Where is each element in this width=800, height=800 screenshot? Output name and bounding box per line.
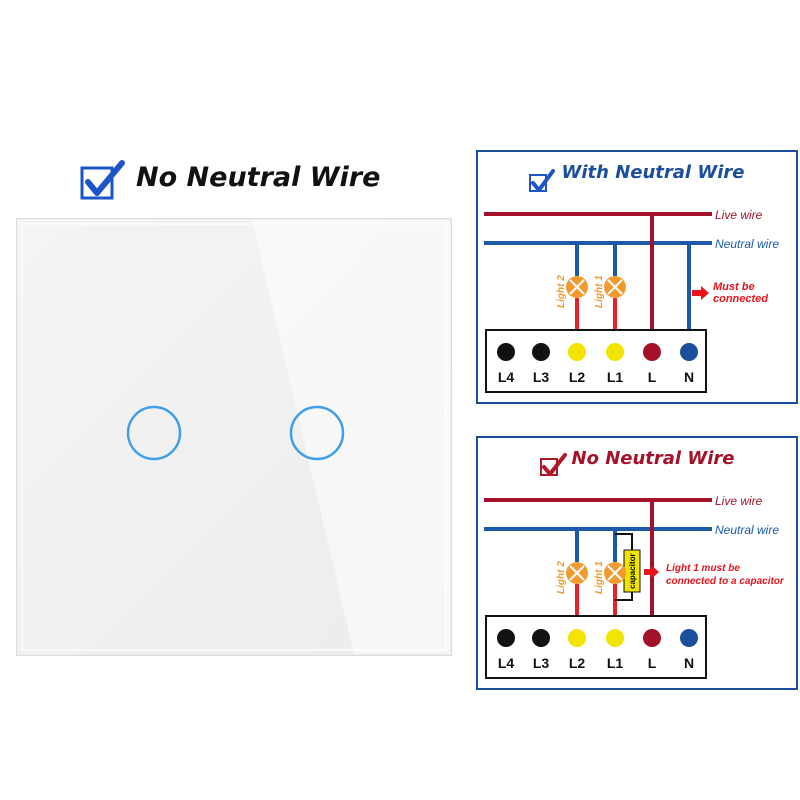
terminal-l3 xyxy=(532,629,550,647)
terminal-block xyxy=(485,615,707,679)
note-line-2: connected xyxy=(713,293,768,305)
light-2-label: Light 2 xyxy=(556,561,567,594)
terminal-label: L4 xyxy=(498,655,515,671)
live-wire-label: Live wire xyxy=(715,208,763,222)
light-1-label: Light 1 xyxy=(594,275,605,308)
note-line-2: connected to a capacitor xyxy=(666,576,785,587)
capacitor-label: capacitor xyxy=(628,553,637,589)
terminal-l2 xyxy=(568,629,586,647)
neutral-wire-label: Neutral wire xyxy=(715,523,779,537)
diagram-with-neutral: Light 2 Light 1 Must be connected Live w… xyxy=(476,150,798,404)
terminal-label: L xyxy=(648,369,657,385)
arrow-icon xyxy=(692,286,709,300)
terminal-label: N xyxy=(684,369,694,385)
arrow-icon xyxy=(644,565,659,579)
terminal-label: L xyxy=(648,655,657,671)
checkbox-check-icon xyxy=(80,160,125,200)
main-heading: No Neutral Wire xyxy=(80,158,400,202)
lamp-light-2 xyxy=(566,562,588,584)
terminal-l4 xyxy=(497,343,515,361)
terminal-label: L1 xyxy=(607,655,624,671)
lamp-light-1 xyxy=(604,276,626,298)
light-1-label: Light 1 xyxy=(594,561,605,594)
neutral-wire-label: Neutral wire xyxy=(715,237,779,251)
terminal-l1 xyxy=(606,629,624,647)
light-2-label: Light 2 xyxy=(556,275,567,308)
live-wire-label: Live wire xyxy=(715,494,763,508)
diagram-no-neutral: capacitor Light 2 Light 1 Light 1 must b… xyxy=(476,436,798,690)
note-line-1: Light 1 must be xyxy=(666,563,740,574)
terminal-n xyxy=(680,343,698,361)
terminal-l xyxy=(643,629,661,647)
touch-button-1[interactable] xyxy=(126,405,182,461)
terminal-block xyxy=(485,329,707,393)
terminal-label: L3 xyxy=(533,655,550,671)
diagram-title: No Neutral Wire xyxy=(571,448,735,469)
touch-button-2[interactable] xyxy=(289,405,345,461)
terminal-label: N xyxy=(684,655,694,671)
terminal-l4 xyxy=(497,629,515,647)
capacitor: capacitor xyxy=(623,549,641,593)
touch-switch-panel xyxy=(16,218,452,656)
note-line-1: Must be xyxy=(713,281,755,293)
terminal-n xyxy=(680,629,698,647)
terminal-l2 xyxy=(568,343,586,361)
diagram-title: With Neutral Wire xyxy=(561,162,745,183)
terminal-l xyxy=(643,343,661,361)
lamp-light-1 xyxy=(604,562,626,584)
terminal-l1 xyxy=(606,343,624,361)
lamp-light-2 xyxy=(566,276,588,298)
terminal-l3 xyxy=(532,343,550,361)
check-icon xyxy=(540,453,567,476)
terminal-label: L3 xyxy=(533,369,550,385)
terminal-label: L2 xyxy=(569,655,586,671)
check-icon xyxy=(529,169,555,192)
terminal-label: L4 xyxy=(498,369,515,385)
terminal-label: L1 xyxy=(607,369,624,385)
main-title: No Neutral Wire xyxy=(136,162,381,193)
terminal-label: L2 xyxy=(569,369,586,385)
